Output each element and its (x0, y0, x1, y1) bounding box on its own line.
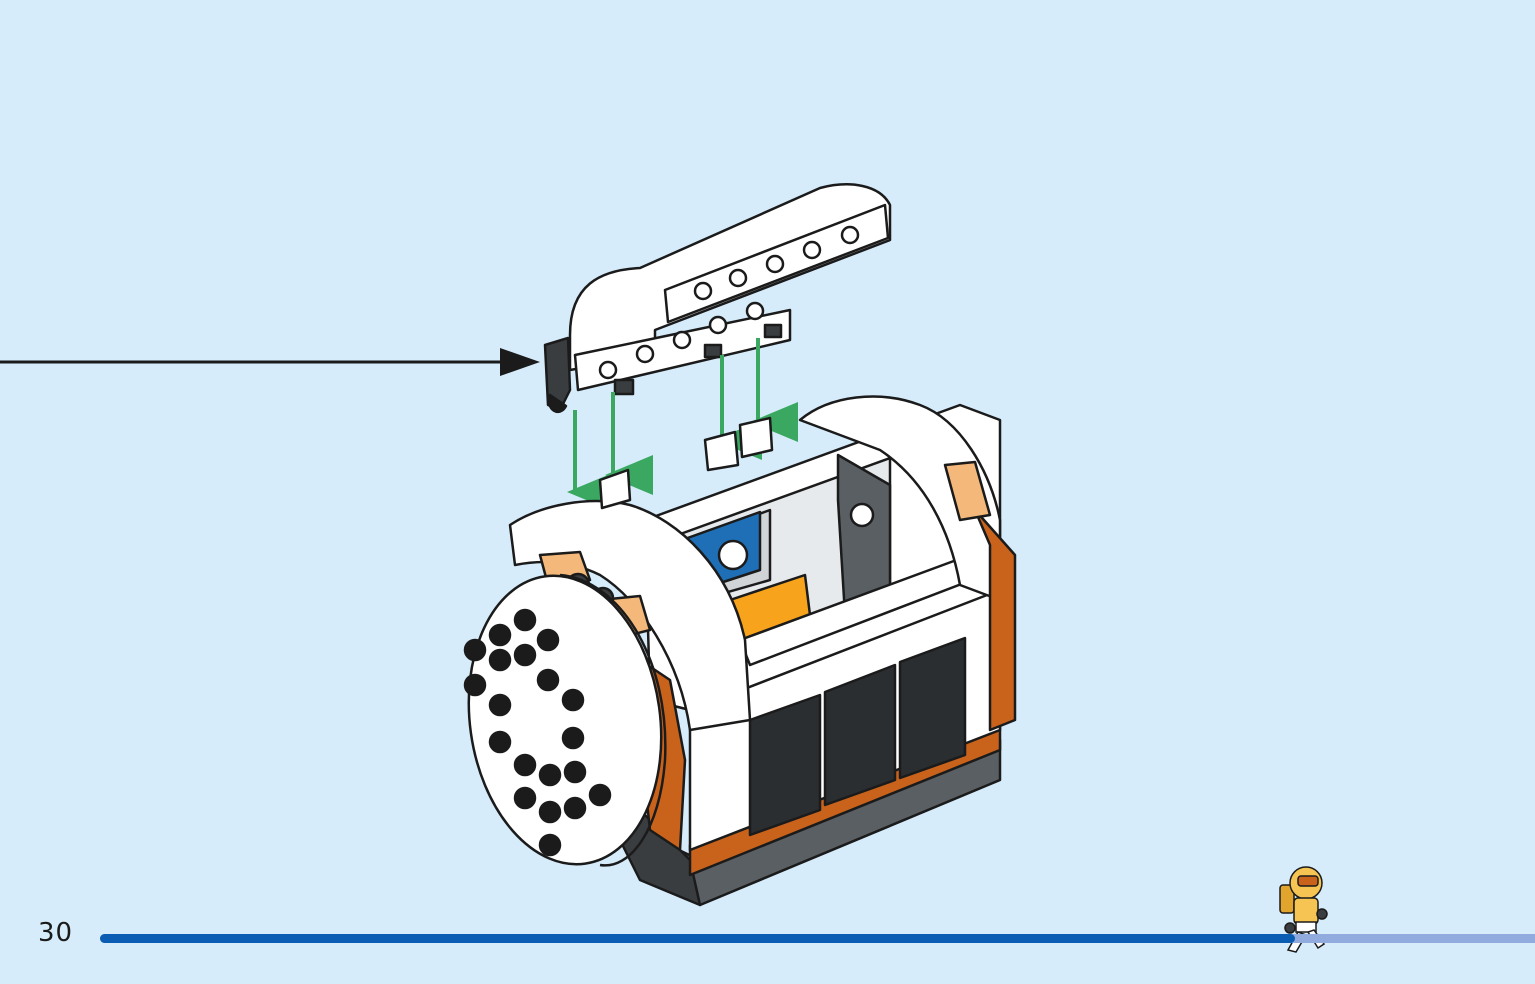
roof-subassembly (543, 183, 892, 413)
page-number: 30 (38, 918, 74, 948)
space-module-model (463, 395, 1017, 907)
black-arrow-pointer-icon (0, 348, 540, 376)
progress-bar-fill (100, 934, 1296, 943)
progress-bar (100, 934, 1535, 943)
green-down-arrow-icon (567, 338, 798, 512)
